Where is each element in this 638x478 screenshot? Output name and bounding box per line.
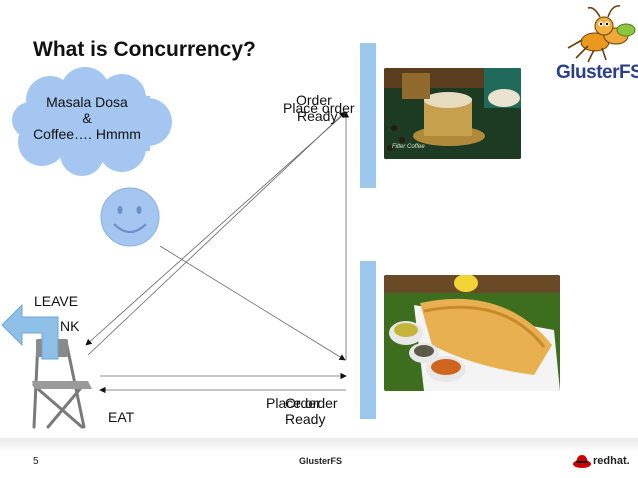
footer-band xyxy=(0,438,638,478)
cloud-line-2: & xyxy=(82,110,92,126)
masala-dosa-photo xyxy=(384,275,560,391)
bottom-order-label: Order xyxy=(285,395,321,411)
top-place-order-label: Place order xyxy=(283,100,355,116)
thought-cloud xyxy=(12,67,172,176)
leave-label: LEAVE xyxy=(34,293,79,309)
smiley-face-icon xyxy=(100,187,160,247)
top-ready-label: Ready xyxy=(297,108,338,124)
cloud-line-3: Coffee…. Hmmm xyxy=(33,126,141,142)
filter-coffee-photo: Filter Coffee xyxy=(384,68,521,159)
page-number: 5 xyxy=(33,456,39,467)
eat-label: EAT xyxy=(108,409,135,425)
cloud-text: Masala Dosa & Coffee…. Hmmm xyxy=(18,94,156,142)
redhat-logo-text: redhat. xyxy=(593,455,630,467)
dosa-counter-bar xyxy=(360,261,376,419)
bottom-place-order-label: Place order xyxy=(266,395,338,411)
bottom-ready-label: Ready xyxy=(285,411,326,427)
gluster-logo-text: GlusterFS xyxy=(556,62,638,83)
coffee-counter-bar xyxy=(360,43,376,188)
gluster-ant-logo xyxy=(567,5,636,63)
cloud-line-1: Masala Dosa xyxy=(46,94,128,110)
slide-title: What is Concurrency? xyxy=(33,38,256,61)
redhat-logo-icon xyxy=(573,455,591,468)
leave-arrow-icon xyxy=(1,303,59,360)
coffee-caption: Filter Coffee xyxy=(392,144,425,150)
drink-label-partial: NK xyxy=(60,318,80,334)
footer-title: GlusterFS xyxy=(299,456,343,466)
top-order-label: Order xyxy=(296,92,332,108)
